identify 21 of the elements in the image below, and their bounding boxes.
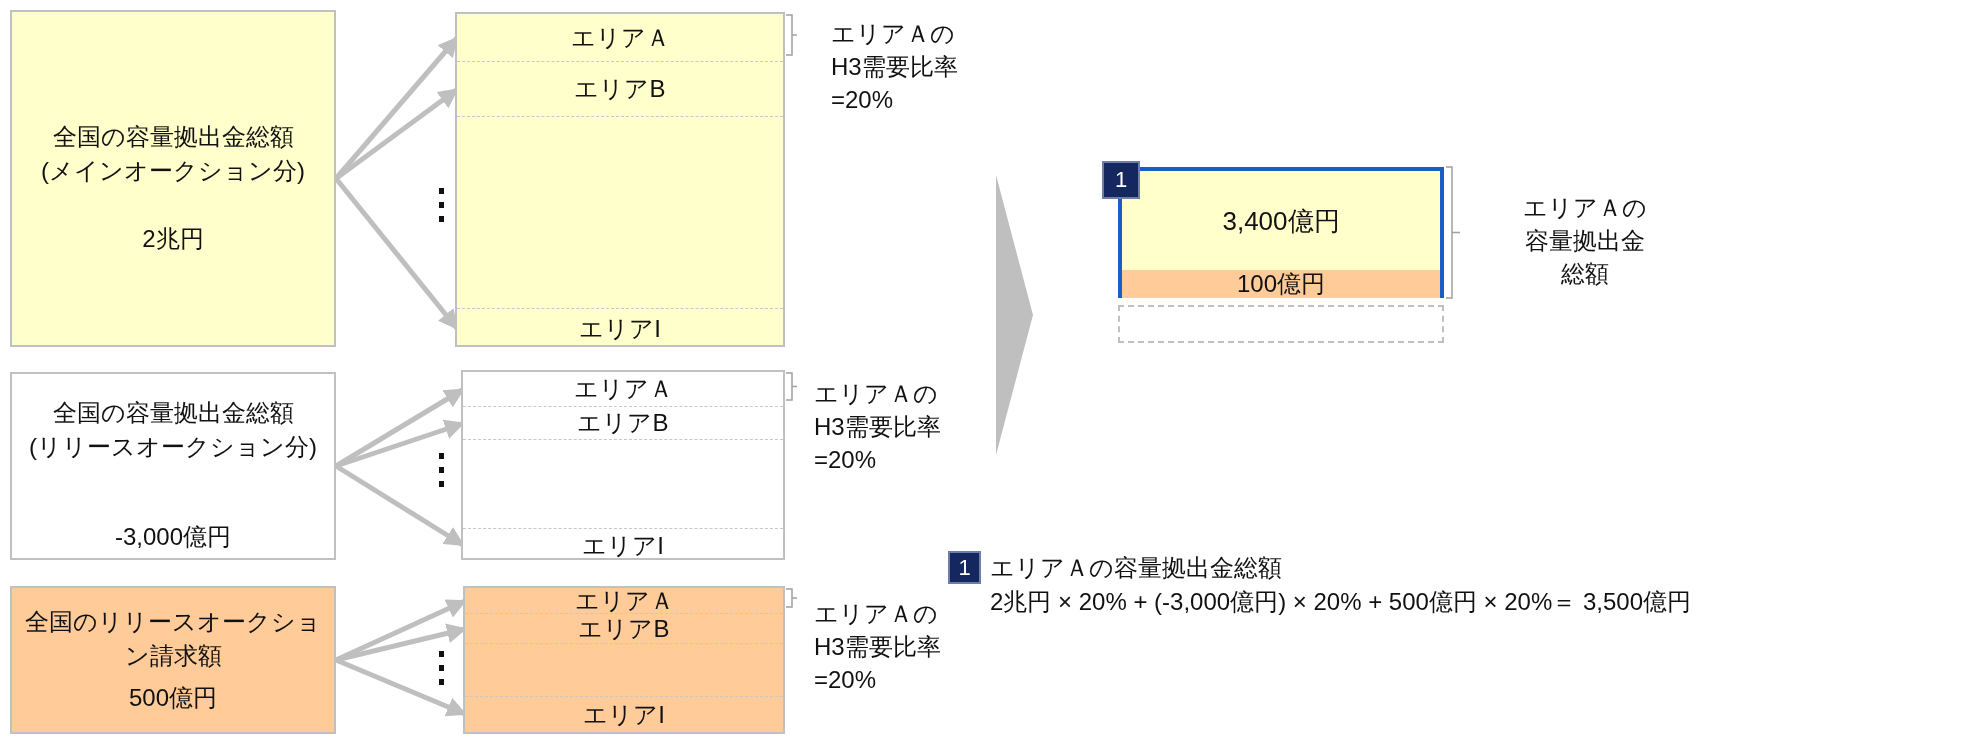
box-heading: 全国のリリースオークション請求額: [24, 607, 322, 671]
ratio-note: エリアＡの容量拠出金総額: [1522, 193, 1648, 289]
amount-box: [10, 10, 336, 347]
ratio-note: エリアＡのH3需要比率=20%: [814, 599, 942, 695]
bar-segment: [1122, 270, 1440, 298]
number-badge: 1: [1102, 161, 1140, 199]
placeholder-box: [1118, 305, 1444, 343]
ratio-note: エリアＡのH3需要比率=20%: [814, 379, 942, 475]
amount-value: 2兆円: [142, 223, 204, 254]
number-badge: 1: [948, 551, 981, 584]
formula: 2兆円 × 20% + (-3,000億円) × 20% + 500億円 × 20%＝ 3,500億円: [990, 587, 1691, 617]
amount-value: 100億円: [1236, 270, 1325, 298]
box-heading: 全国の容量拠出金総額(メインオークション分): [40, 121, 306, 186]
formula-heading: エリアＡの容量拠出金総額: [990, 553, 1282, 583]
box-heading: 全国の容量拠出金総額(リリースオークション分): [28, 398, 318, 462]
amount-value: -3,000億円: [114, 522, 232, 552]
amount-value: 3,400億円: [1222, 206, 1340, 235]
ratio-note: エリアＡのH3需要比率=20%: [831, 19, 959, 115]
amount-box: [10, 586, 336, 734]
amount-value: 500億円: [128, 683, 217, 713]
amount-box: [10, 372, 336, 560]
